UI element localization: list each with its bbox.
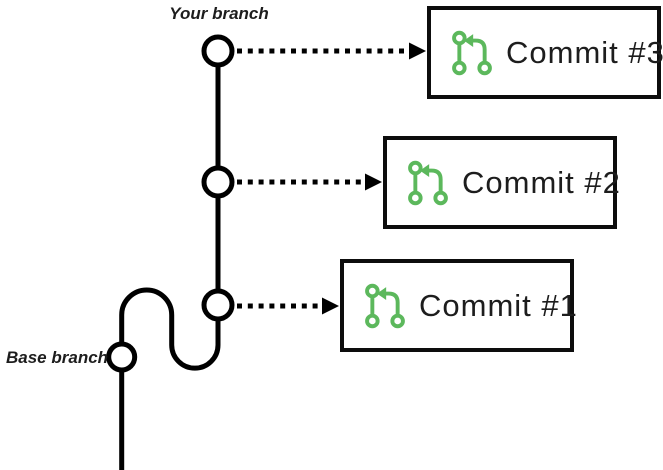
arrowhead-commit-3 <box>409 42 426 60</box>
commit-box-2: Commit #2 <box>383 136 620 229</box>
base-branch-merge-curve <box>119 287 221 470</box>
arrowhead-commit-2 <box>365 173 382 191</box>
commit-node-2 <box>201 165 235 199</box>
commit-box-1: Commit #1 <box>340 259 577 352</box>
commit-node-1 <box>201 288 235 322</box>
commit-label-2: Commit #2 <box>462 164 621 200</box>
commit-label-1: Commit #1 <box>419 287 578 323</box>
arrowhead-commit-1 <box>322 297 339 315</box>
your-branch-label: Your branch <box>169 4 269 23</box>
commit-label-3: Commit #3 <box>506 34 663 70</box>
git-pull-request-icon <box>452 30 492 75</box>
base-branch-label: Base branch <box>6 348 109 367</box>
commit-box-3: Commit #3 <box>427 6 663 99</box>
git-pull-request-icon <box>365 283 405 328</box>
base-branch-node <box>106 341 138 373</box>
git-pull-request-icon <box>408 160 448 205</box>
commit-node-3 <box>201 34 235 68</box>
